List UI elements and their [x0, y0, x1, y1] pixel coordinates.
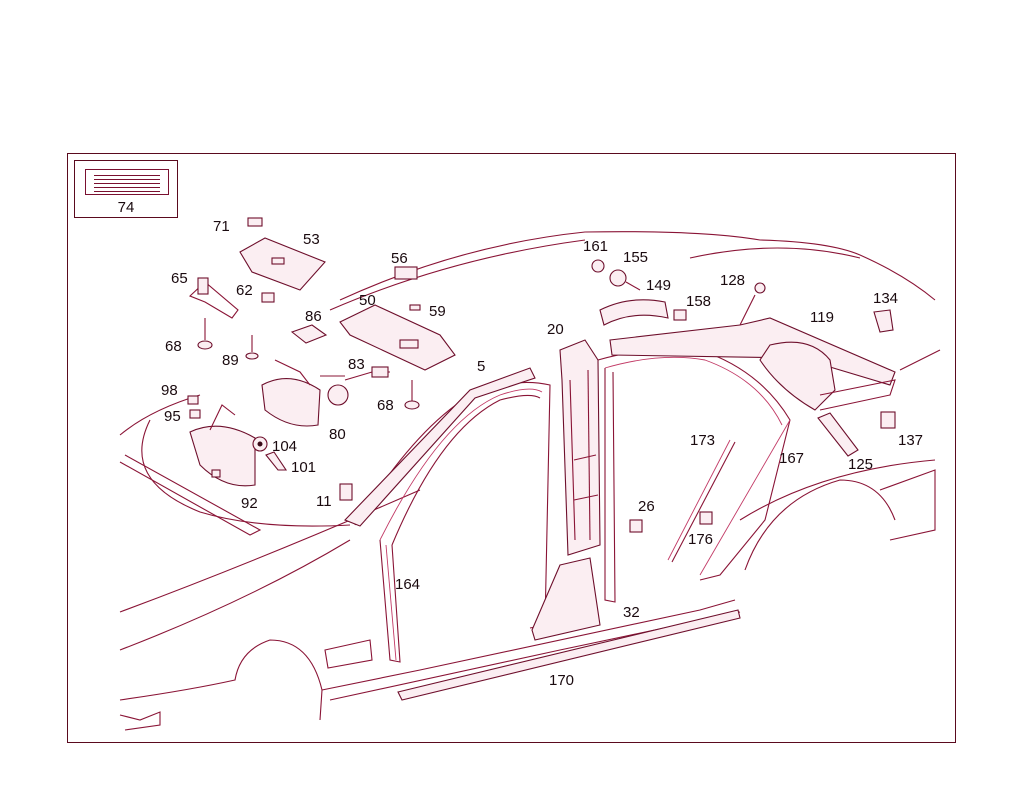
clip-158 [673, 309, 687, 321]
label-125: 125 [848, 456, 873, 473]
seal-strips-rear [667, 419, 791, 576]
label-128: 128 [720, 272, 745, 289]
sun-visor-left [239, 237, 326, 291]
lower-b-pillar-trim [531, 557, 601, 641]
label-62: 62 [236, 282, 253, 299]
label-164: 164 [395, 576, 420, 593]
screw-89 [245, 335, 259, 360]
label-59: 59 [429, 303, 446, 320]
clip-26 [629, 519, 643, 533]
label-11: 11 [316, 493, 332, 510]
label-170: 170 [549, 672, 574, 689]
label-68: 68 [165, 338, 182, 355]
visor-holder-65 [188, 277, 239, 319]
grab-handle-149 [599, 299, 669, 326]
label-56: 56 [391, 250, 408, 267]
clip-11 [339, 483, 353, 501]
label-155: 155 [623, 249, 648, 266]
clip-71 [247, 217, 263, 227]
clip-62 [261, 292, 275, 303]
label-158: 158 [686, 293, 711, 310]
label-134: 134 [873, 290, 898, 307]
label-71: 71 [213, 218, 230, 235]
washer-104 [252, 436, 268, 452]
diagram-frame [67, 153, 956, 743]
seal-strip-164 [385, 544, 397, 661]
part-labels: 71 53 65 62 86 68 89 56 50 59 83 68 80 9… [161, 218, 923, 689]
roof-rail-trim [344, 367, 536, 527]
label-5: 5 [477, 358, 485, 375]
rear-shelf-trim [609, 317, 896, 457]
label-65: 65 [171, 270, 188, 287]
label-20: 20 [547, 321, 564, 338]
legend-label: 74 [117, 199, 135, 216]
label-32: 32 [623, 604, 640, 621]
label-50: 50 [359, 292, 376, 309]
bolt-101 [265, 451, 288, 471]
sun-visor-right [339, 266, 456, 371]
label-68: 68 [377, 397, 394, 414]
legend-lines-icon [85, 169, 169, 195]
b-pillar-trim [559, 339, 601, 556]
label-119: 119 [810, 309, 834, 326]
screw-68-left [197, 318, 213, 350]
screw-68-right [404, 380, 420, 410]
label-98: 98 [161, 382, 178, 399]
label-104: 104 [272, 438, 297, 455]
label-53: 53 [303, 231, 320, 248]
legend-box: 74 [74, 160, 178, 218]
label-89: 89 [222, 352, 239, 369]
clip-134 [873, 309, 894, 333]
label-137: 137 [898, 432, 923, 449]
interior-mirror-92 [187, 395, 256, 487]
label-101: 101 [291, 459, 316, 476]
label-95: 95 [164, 408, 181, 425]
clip-128 [739, 282, 766, 326]
sill-trim [397, 609, 741, 701]
label-167: 167 [779, 450, 804, 467]
bracket-86 [290, 324, 328, 344]
clip-155 [609, 269, 641, 291]
label-26: 26 [638, 498, 655, 515]
rearview-mirror-80 [261, 359, 390, 427]
label-92: 92 [241, 495, 258, 512]
label-173: 173 [690, 432, 715, 449]
door-seal-rear [597, 348, 791, 603]
clip-137 [880, 411, 896, 429]
clip-161 [591, 259, 605, 273]
clip-176 [699, 511, 713, 525]
label-149: 149 [646, 277, 671, 294]
label-80: 80 [329, 426, 346, 443]
label-86: 86 [305, 308, 322, 325]
door-seal-front [354, 381, 551, 663]
label-176: 176 [688, 531, 713, 548]
label-83: 83 [348, 356, 365, 373]
label-161: 161 [583, 238, 608, 255]
